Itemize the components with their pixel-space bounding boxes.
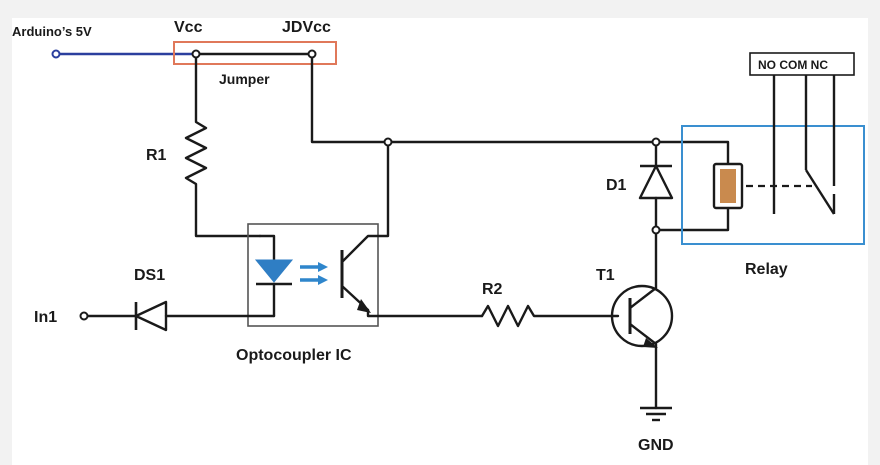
opto-phototransistor-icon bbox=[340, 144, 484, 318]
relay-coil-top-wire bbox=[658, 140, 730, 166]
in1-label: In1 bbox=[34, 309, 57, 326]
jdvcc-label: JDVcc bbox=[282, 19, 331, 36]
relay-contacts-label: NO COM NC bbox=[758, 58, 828, 72]
relay-module-schematic: Arduino’s 5V Vcc JDVcc Jumper R1 Optocou… bbox=[12, 19, 865, 454]
opto-led-icon bbox=[254, 234, 294, 318]
relay-switch-icon bbox=[772, 75, 836, 215]
r1-label: R1 bbox=[146, 147, 167, 164]
relay-coil-icon bbox=[712, 162, 744, 210]
t1-label: T1 bbox=[596, 267, 615, 284]
light-arrows-icon bbox=[300, 262, 328, 285]
resistor-r1 bbox=[184, 56, 262, 238]
junction-d1-bottom bbox=[651, 225, 661, 235]
arduino-5v-label: Arduino’s 5V bbox=[12, 24, 92, 39]
relay-label: Relay bbox=[745, 261, 788, 278]
gnd-label: GND bbox=[638, 437, 674, 454]
diode-ds1-icon bbox=[86, 300, 276, 332]
ground-icon bbox=[640, 406, 672, 422]
optocoupler-label: Optocoupler IC bbox=[236, 347, 352, 364]
junction-d1-top bbox=[651, 137, 661, 147]
relay-contacts-box bbox=[749, 52, 855, 76]
r2-label: R2 bbox=[482, 281, 503, 298]
ds1-label: DS1 bbox=[134, 267, 165, 284]
optocoupler-box bbox=[247, 223, 379, 327]
vcc-node bbox=[191, 49, 201, 59]
diagram-canvas: Arduino’s 5V Vcc JDVcc Jumper R1 Optocou… bbox=[12, 18, 868, 465]
jdvcc-rail bbox=[310, 56, 658, 144]
jumper-box bbox=[173, 41, 337, 65]
transistor-t1-icon bbox=[610, 228, 674, 410]
jdvcc-node bbox=[307, 49, 317, 59]
junction-collector bbox=[383, 137, 393, 147]
jumper-label: Jumper bbox=[219, 71, 270, 87]
in1-terminal bbox=[79, 311, 89, 321]
relay-coil-bottom-wire bbox=[658, 206, 730, 232]
d1-label: D1 bbox=[606, 177, 627, 194]
vcc-label: Vcc bbox=[174, 19, 203, 36]
diode-d1-icon bbox=[638, 144, 674, 232]
resistor-r2 bbox=[480, 304, 620, 328]
